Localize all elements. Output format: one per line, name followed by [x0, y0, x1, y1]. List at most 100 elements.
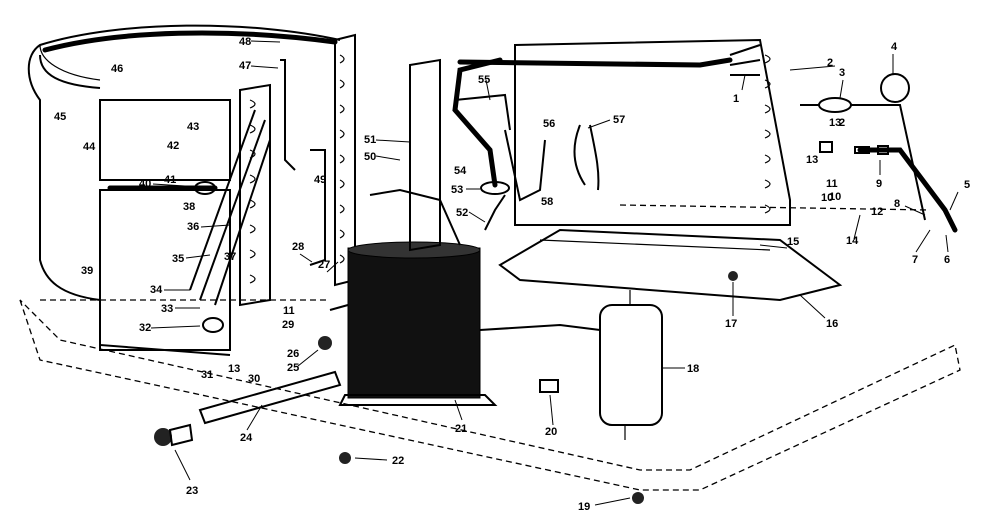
label-11: 11	[826, 178, 838, 190]
label-16: 16	[826, 318, 838, 330]
bracket-51	[409, 58, 441, 252]
label-32: 32	[139, 322, 151, 334]
label-1: 1	[733, 93, 739, 105]
part-17	[728, 271, 738, 281]
cabinet-top-rim	[39, 44, 101, 81]
label-41: 41	[164, 174, 176, 186]
part-22	[339, 452, 351, 464]
valve-56	[504, 129, 546, 202]
label-14: 14	[846, 235, 859, 247]
suction-tube	[329, 304, 349, 311]
callout-labels: 1 2 3 4 5 6 7 8 9 10 11 12 13 14 15 16 1…	[54, 36, 970, 513]
cabinet-wrapper	[27, 24, 341, 356]
label-49: 49	[314, 174, 326, 186]
panel-44	[99, 99, 231, 181]
component-3	[818, 97, 852, 113]
label-10: 10	[821, 192, 833, 204]
compressor-21	[347, 247, 481, 399]
dashed-ref-14	[619, 204, 931, 211]
tube-right-upper	[800, 104, 926, 221]
part-19	[632, 492, 644, 504]
part-23	[154, 428, 172, 446]
accumulator-18	[599, 304, 663, 426]
label-25: 25	[287, 362, 299, 374]
label-38: 38	[183, 201, 195, 213]
label-20: 20	[545, 426, 557, 438]
label-45: 45	[54, 111, 66, 123]
part-25	[318, 336, 332, 350]
label-46: 46	[111, 63, 123, 75]
label-4: 4	[891, 41, 898, 53]
label-43: 43	[187, 121, 199, 133]
label-12: 12	[871, 206, 883, 218]
label-17: 17	[725, 318, 737, 330]
label-33: 33	[161, 303, 173, 315]
label-52: 52	[456, 207, 468, 219]
fitting-41	[194, 181, 216, 195]
label-22: 22	[392, 455, 404, 467]
label-26: 26	[287, 348, 299, 360]
label-48: 48	[239, 36, 251, 48]
component-10	[854, 146, 870, 154]
coil-fins-left	[339, 54, 345, 264]
label-50: 50	[364, 151, 376, 163]
label-15: 15	[787, 236, 799, 248]
label-34: 34	[150, 284, 163, 296]
label-23: 23	[186, 485, 198, 497]
label-31: 31	[201, 369, 213, 381]
label-54: 54	[454, 165, 467, 177]
label-51: 51	[364, 134, 376, 146]
evaporator-fins	[249, 99, 256, 284]
label-47: 47	[239, 60, 251, 72]
label-29: 29	[282, 319, 294, 331]
tube-top-long	[457, 57, 733, 68]
label-2: 2	[827, 57, 833, 69]
wires-57	[573, 124, 600, 191]
rod-24	[198, 370, 342, 425]
label-36: 36	[187, 221, 199, 233]
coil-tubes-diagonal	[189, 109, 271, 306]
label-11-alt: 11	[283, 305, 295, 317]
label-53: 53	[451, 184, 463, 196]
label-37: 37	[224, 251, 236, 263]
label-9: 9	[876, 178, 882, 190]
drain-pan-16	[498, 228, 843, 302]
component-9	[877, 145, 889, 155]
drain-pan-15	[539, 239, 771, 251]
label-28: 28	[292, 241, 304, 253]
part-20	[539, 379, 559, 393]
label-24: 24	[240, 432, 253, 444]
distributor-1	[729, 44, 761, 76]
label-40: 40	[139, 178, 151, 190]
label-55: 55	[478, 74, 490, 86]
leader-lines	[150, 40, 959, 506]
label-57: 57	[613, 114, 625, 126]
label-39: 39	[81, 265, 93, 277]
label-56: 56	[543, 118, 555, 130]
compressor-mounting-plate	[338, 394, 498, 406]
tube-50	[369, 188, 461, 246]
label-10-alt: 10	[829, 191, 841, 203]
upper-coil-housing	[514, 38, 791, 226]
valve-53	[480, 181, 510, 195]
label-8: 8	[894, 198, 900, 210]
label-11-upper: 13	[829, 117, 841, 129]
label-30: 30	[248, 373, 260, 385]
label-3: 3	[839, 67, 845, 79]
label-42: 42	[167, 140, 179, 152]
tube-54	[452, 57, 503, 188]
tube-47-48	[280, 59, 296, 171]
top-gasket-46	[42, 30, 338, 53]
label-21: 21	[455, 423, 467, 435]
label-5: 5	[964, 179, 970, 191]
label-7: 7	[912, 254, 918, 266]
top-gasket-45	[39, 54, 101, 89]
component-11	[819, 141, 833, 153]
tube-right-5	[857, 147, 958, 233]
label-18: 18	[687, 363, 699, 375]
evaporator-coil	[239, 83, 271, 307]
label-19: 19	[578, 501, 590, 513]
fitting-32	[202, 317, 224, 333]
tube-49	[309, 149, 326, 266]
